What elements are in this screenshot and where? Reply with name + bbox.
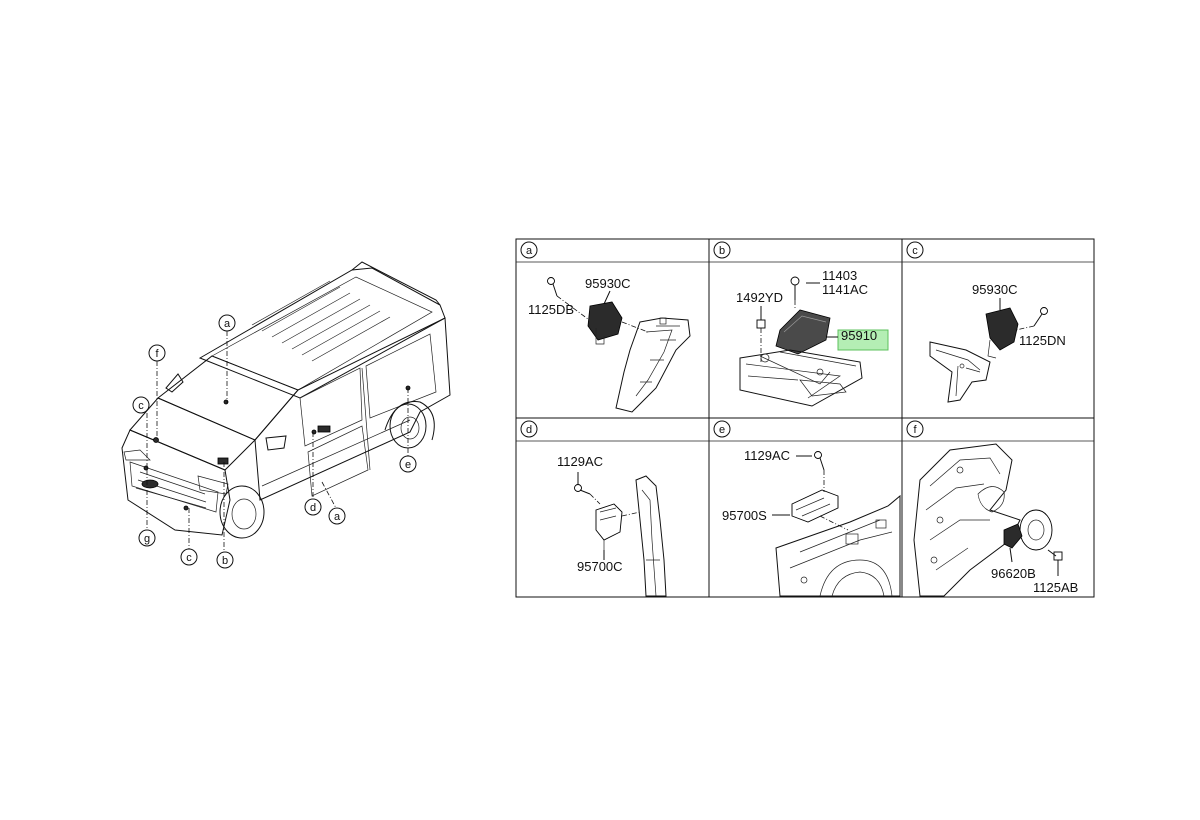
front-frame-icon bbox=[929, 341, 991, 403]
part-label-1492yd: 1492YD bbox=[736, 290, 783, 305]
horn-icon bbox=[1003, 509, 1053, 563]
svg-text:a: a bbox=[526, 245, 533, 257]
svg-text:b: b bbox=[222, 555, 228, 567]
svg-text:b: b bbox=[719, 245, 725, 257]
bolt-icon bbox=[574, 484, 591, 495]
part-label-1125db: 1125DB bbox=[528, 302, 574, 317]
control-unit-icon bbox=[775, 309, 831, 355]
panel-c-header: c bbox=[906, 241, 924, 259]
part-label-95700s: 95700S bbox=[722, 508, 767, 523]
callout-e: e bbox=[399, 455, 417, 473]
van-illustration bbox=[121, 261, 451, 539]
part-label-95700c: 95700C bbox=[577, 559, 623, 574]
bolt-icon bbox=[1033, 307, 1048, 327]
panel-f: f 96620B 1125AB bbox=[906, 420, 1078, 597]
callout-a-bottom: a bbox=[328, 507, 346, 525]
panel-b: b 11403 1141AC 1492YD 95910 bbox=[713, 241, 889, 407]
panel-a-header: a bbox=[520, 241, 538, 259]
sensor-icon bbox=[595, 503, 623, 541]
floor-panel-icon bbox=[739, 349, 863, 407]
body-panel-icon bbox=[775, 494, 901, 597]
svg-text:d: d bbox=[526, 424, 532, 436]
panel-e-header: e bbox=[713, 420, 731, 438]
nut-icon bbox=[756, 319, 766, 329]
panel-e: e 1129AC 95700S bbox=[713, 420, 901, 597]
callout-a-top: a bbox=[218, 314, 236, 332]
rail-bracket-icon bbox=[615, 317, 691, 413]
detail-grid bbox=[515, 238, 1095, 598]
part-label-1125dn: 1125DN bbox=[1019, 333, 1066, 348]
sensor-icon bbox=[985, 307, 1019, 351]
svg-text:f: f bbox=[913, 424, 917, 436]
sensor-icon bbox=[587, 301, 623, 341]
svg-text:d: d bbox=[310, 502, 316, 514]
callout-c-bottom: c bbox=[180, 548, 198, 566]
part-highlight bbox=[837, 329, 889, 351]
svg-text:f: f bbox=[155, 348, 159, 360]
wheel-arch-icon bbox=[913, 443, 1021, 597]
svg-text:c: c bbox=[912, 245, 918, 257]
callout-g: g bbox=[138, 529, 156, 547]
bolt-icon bbox=[814, 451, 825, 471]
svg-text:a: a bbox=[334, 511, 341, 523]
part-label-1129ac: 1129AC bbox=[557, 454, 603, 469]
bolt-icon bbox=[547, 277, 558, 297]
callout-b: b bbox=[216, 551, 234, 569]
part-label-95910: 95910 bbox=[841, 328, 877, 343]
svg-text:e: e bbox=[719, 424, 725, 436]
panel-f-header: f bbox=[906, 420, 924, 438]
panel-b-header: b bbox=[713, 241, 731, 259]
van-leader-lines bbox=[146, 331, 409, 551]
svg-text:c: c bbox=[186, 552, 192, 564]
part-label-1141ac: 1141AC bbox=[822, 282, 868, 297]
part-label-1125ab: 1125AB bbox=[1033, 580, 1078, 595]
part-label-96620b: 96620B bbox=[991, 566, 1036, 581]
pillar-icon bbox=[635, 475, 667, 597]
callout-c-left: c bbox=[132, 396, 150, 414]
part-label-11403: 11403 bbox=[822, 268, 857, 283]
svg-text:g: g bbox=[144, 533, 150, 545]
panel-c: c 95930C 1125DN bbox=[906, 241, 1066, 403]
bolt-icon bbox=[1047, 549, 1063, 576]
panel-d: d 1129AC 95700C bbox=[520, 420, 667, 597]
sensor-icon bbox=[791, 489, 839, 523]
part-label-95930c: 95930C bbox=[585, 276, 631, 291]
panel-d-header: d bbox=[520, 420, 538, 438]
bolt-icon bbox=[790, 276, 800, 300]
part-label-1129ac: 1129AC bbox=[744, 448, 790, 463]
callout-f: f bbox=[148, 344, 166, 362]
svg-text:e: e bbox=[405, 459, 411, 471]
svg-text:a: a bbox=[224, 318, 231, 330]
part-label-95930c: 95930C bbox=[972, 282, 1018, 297]
panel-a: a 95930C 1125DB bbox=[520, 241, 691, 413]
svg-text:c: c bbox=[138, 400, 144, 412]
callout-d: d bbox=[304, 498, 322, 516]
